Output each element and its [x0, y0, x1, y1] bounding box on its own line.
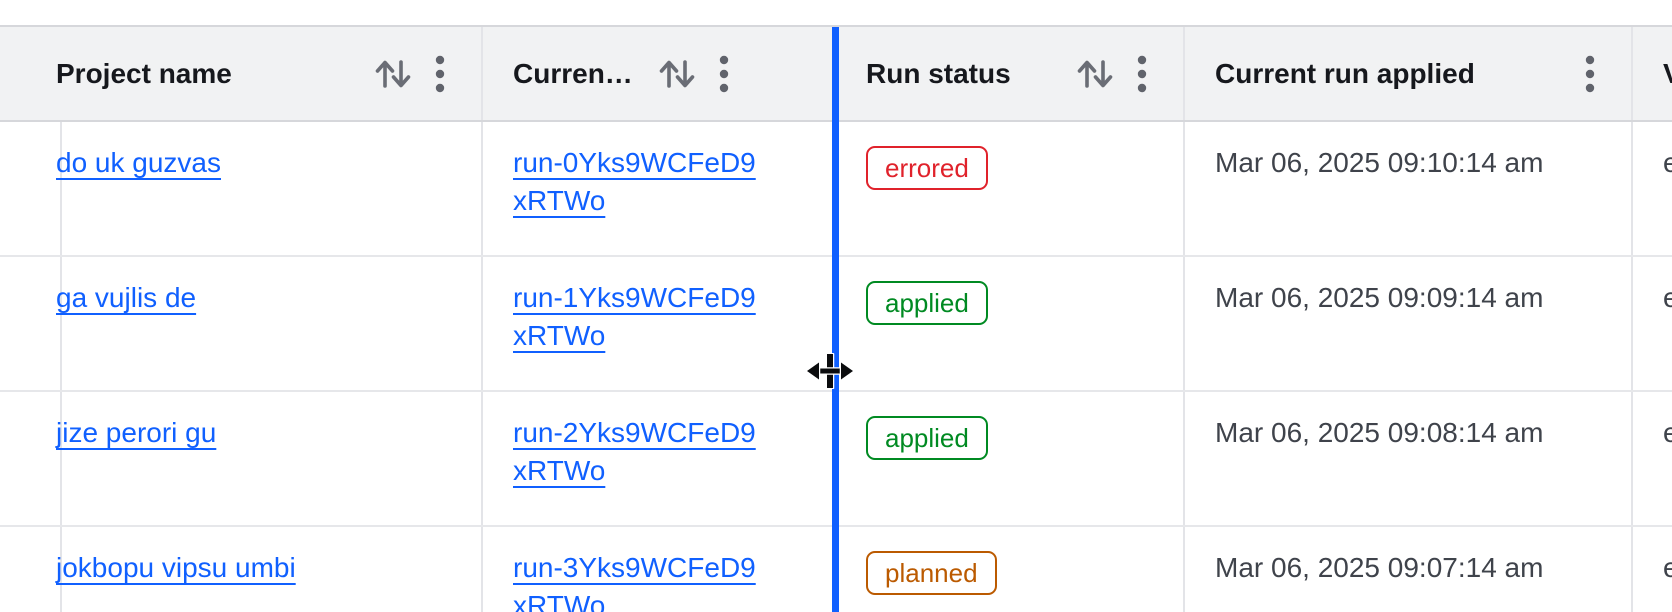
cell-run-status: applied — [836, 257, 1185, 390]
column-label-project-name: Project name — [56, 57, 232, 89]
cell-run-status: errored — [836, 122, 1185, 255]
cell-current-run: run-0Yks9WCFeD9xRTWo — [483, 122, 836, 255]
cell-project-name: ga vujlis de — [26, 257, 483, 390]
sort-arrows-icon[interactable] — [1075, 54, 1115, 94]
column-label-current-run-applied: Current run applied — [1215, 57, 1475, 89]
sort-arrows-icon[interactable] — [373, 54, 413, 94]
cell-current-run-applied: Mar 06, 2025 09:09:14 am — [1185, 257, 1633, 390]
cell-project-name: jokbopu vipsu umbi — [26, 527, 483, 612]
kebab-menu-icon[interactable] — [719, 54, 729, 94]
status-badge: applied — [866, 281, 988, 325]
header-cell-overflow-column: V — [1633, 27, 1672, 120]
column-label-run-status: Run status — [866, 57, 1011, 89]
overflow-cell-text: e — [1663, 417, 1672, 448]
cell-run-status: planned — [836, 527, 1185, 612]
project-link[interactable]: jize perori gu — [56, 417, 217, 448]
cell-overflow-column: e — [1633, 122, 1672, 255]
cell-spacer — [0, 122, 62, 255]
applied-timestamp: Mar 06, 2025 09:10:14 am — [1215, 147, 1544, 178]
run-link[interactable]: run-1Yks9WCFeD9xRTWo — [513, 282, 756, 351]
cell-run-status: applied — [836, 392, 1185, 525]
header-cell-project-name: Project name — [26, 27, 483, 120]
cell-spacer — [0, 392, 62, 525]
kebab-menu-icon[interactable] — [1585, 54, 1595, 94]
run-link[interactable]: run-3Yks9WCFeD9xRTWo — [513, 552, 756, 612]
cell-overflow-column: e — [1633, 527, 1672, 612]
applied-timestamp: Mar 06, 2025 09:09:14 am — [1215, 282, 1544, 313]
status-badge: applied — [866, 416, 988, 460]
cell-current-run: run-3Yks9WCFeD9xRTWo — [483, 527, 836, 612]
cell-project-name: jize perori gu — [26, 392, 483, 525]
overflow-cell-text: e — [1663, 147, 1672, 178]
cell-current-run: run-2Yks9WCFeD9xRTWo — [483, 392, 836, 525]
cell-overflow-column: e — [1633, 257, 1672, 390]
header-cell-run-status: Run status — [836, 27, 1185, 120]
overflow-cell-text: e — [1663, 282, 1672, 313]
cell-current-run-applied: Mar 06, 2025 09:07:14 am — [1185, 527, 1633, 612]
cell-spacer — [0, 257, 62, 390]
cell-current-run: run-1Yks9WCFeD9xRTWo — [483, 257, 836, 390]
project-link[interactable]: jokbopu vipsu umbi — [56, 552, 296, 583]
cell-spacer — [0, 527, 62, 612]
kebab-menu-icon[interactable] — [1137, 54, 1147, 94]
column-resize-indicator[interactable] — [832, 27, 839, 612]
applied-timestamp: Mar 06, 2025 09:07:14 am — [1215, 552, 1544, 583]
sort-arrows-icon[interactable] — [657, 54, 697, 94]
cell-current-run-applied: Mar 06, 2025 09:10:14 am — [1185, 122, 1633, 255]
cell-project-name: do uk guzvas — [26, 122, 483, 255]
cell-current-run-applied: Mar 06, 2025 09:08:14 am — [1185, 392, 1633, 525]
status-badge: planned — [866, 551, 997, 595]
run-link[interactable]: run-2Yks9WCFeD9xRTWo — [513, 417, 756, 486]
run-link[interactable]: run-0Yks9WCFeD9xRTWo — [513, 147, 756, 216]
overflow-cell-text: e — [1663, 552, 1672, 583]
header-cell-current-run: Curren… — [483, 27, 836, 120]
project-link[interactable]: do uk guzvas — [56, 147, 221, 178]
project-link[interactable]: ga vujlis de — [56, 282, 197, 313]
kebab-menu-icon[interactable] — [435, 54, 445, 94]
cell-overflow-column: e — [1633, 392, 1672, 525]
column-resize-cursor-icon — [805, 352, 855, 394]
applied-timestamp: Mar 06, 2025 09:08:14 am — [1215, 417, 1544, 448]
column-label-current-run: Curren… — [513, 57, 633, 89]
header-cell-current-run-applied: Current run applied — [1185, 27, 1633, 120]
status-badge: errored — [866, 146, 988, 190]
column-label-overflow: V — [1663, 58, 1672, 90]
